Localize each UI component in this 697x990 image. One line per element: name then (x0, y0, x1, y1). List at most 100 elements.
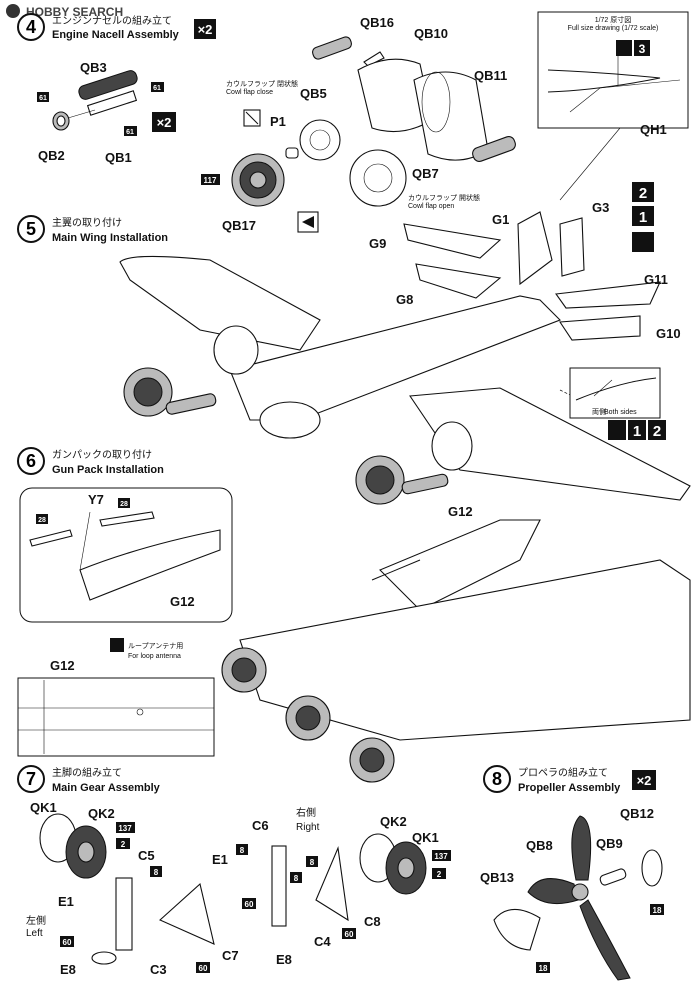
svg-text:C6: C6 (252, 818, 269, 833)
svg-text:ガンパックの取り付け: ガンパックの取り付け (52, 448, 152, 461)
svg-text:60: 60 (63, 938, 72, 947)
svg-text:Y7: Y7 (88, 492, 104, 507)
step-4-multiplier-box (194, 19, 216, 39)
svg-text:C5: C5 (138, 848, 155, 863)
svg-text:QB12: QB12 (620, 806, 654, 821)
svg-text:2: 2 (121, 840, 126, 849)
svg-text:8: 8 (492, 769, 502, 789)
svg-text:G3: G3 (592, 200, 609, 215)
watermark: HOBBY SEARCH (6, 4, 123, 19)
svg-text:1/72 原寸図: 1/72 原寸図 (595, 15, 632, 24)
svg-text:1: 1 (633, 423, 641, 440)
step-8: 8 プロペラの組み立て Propeller Assembly ×2 (483, 765, 656, 794)
svg-text:Main Wing Installation: Main Wing Installation (52, 232, 168, 244)
svg-text:28: 28 (120, 501, 128, 508)
svg-text:G10: G10 (656, 326, 681, 341)
svg-text:Cowl flap open: Cowl flap open (408, 203, 454, 210)
svg-text:61: 61 (126, 129, 134, 136)
svg-text:8: 8 (294, 874, 299, 883)
svg-text:QK1: QK1 (412, 830, 439, 845)
svg-text:ループアンテナ用: ループアンテナ用 (128, 642, 183, 650)
svg-text:Main Gear Assembly: Main Gear Assembly (52, 782, 161, 794)
svg-text:G8: G8 (396, 292, 413, 307)
svg-text:7: 7 (26, 769, 36, 789)
svg-text:Cowl flap close: Cowl flap close (226, 89, 273, 96)
svg-text:Propeller Assembly: Propeller Assembly (518, 782, 621, 794)
part-g12-panel: ループアンテナ用 For loop antenna G12 (17, 638, 215, 757)
svg-text:61: 61 (39, 95, 47, 102)
svg-text:8: 8 (310, 858, 315, 867)
svg-text:E1: E1 (58, 894, 74, 909)
part-propeller: QB8 QB9 QB12 QB13 18 18 (480, 806, 664, 981)
step-6: 6 ガンパックの取り付け Gun Pack Installation (17, 447, 164, 476)
svg-text:C4: C4 (314, 934, 331, 949)
svg-text:G9: G9 (369, 236, 386, 251)
svg-text:Full size drawing (1/72 scale): Full size drawing (1/72 scale) (568, 25, 659, 32)
svg-text:18: 18 (653, 906, 662, 915)
svg-text:1: 1 (639, 209, 647, 226)
svg-text:8: 8 (240, 846, 245, 855)
svg-text:C8: C8 (364, 914, 381, 929)
svg-text:×2: ×2 (637, 773, 652, 788)
svg-text:QK1: QK1 (30, 800, 57, 815)
step-4-number: 4 (26, 17, 36, 37)
svg-text:主脚の組み立て: 主脚の組み立て (52, 766, 122, 779)
svg-text:QB16: QB16 (360, 15, 394, 30)
svg-text:QK2: QK2 (380, 814, 407, 829)
svg-text:3: 3 (639, 42, 646, 56)
svg-text:G11: G11 (644, 272, 668, 287)
svg-text:137: 137 (434, 852, 448, 861)
part-tail-group: G1 G3 G9 G8 G11 G10 2 1 (369, 182, 681, 341)
svg-text:QB9: QB9 (596, 836, 623, 851)
svg-text:18: 18 (539, 964, 548, 973)
svg-text:C3: C3 (150, 962, 167, 977)
step-5: 5 主翼の取り付け Main Wing Installation (17, 215, 168, 244)
svg-text:プロペラの組み立て: プロペラの組み立て (518, 766, 608, 779)
svg-text:61: 61 (153, 85, 161, 92)
svg-text:QB3: QB3 (80, 60, 107, 75)
svg-text:QB13: QB13 (480, 870, 514, 885)
svg-text:8: 8 (154, 868, 159, 877)
svg-text:QB10: QB10 (414, 26, 448, 41)
part-left-main-gear: QK1 QK2 137 2 C5 8 E1 左側 Left 60 E8 C3 C… (26, 800, 239, 977)
svg-text:×2: ×2 (157, 115, 172, 130)
step-4-multiplier: ×2 (198, 22, 213, 37)
svg-text:右側: 右側 (296, 806, 316, 819)
svg-text:137: 137 (118, 824, 132, 833)
svg-text:2: 2 (639, 185, 647, 202)
inset-gun-pack: 28 28 Y7 G12 (19, 487, 233, 623)
step-7: 7 主脚の組み立て Main Gear Assembly (17, 765, 161, 794)
svg-text:60: 60 (199, 964, 208, 973)
svg-text:60: 60 (245, 900, 254, 909)
part-main-wing-fuselage (119, 255, 691, 505)
svg-text:For loop antenna: For loop antenna (128, 653, 181, 660)
svg-text:G12: G12 (50, 658, 75, 673)
svg-text:QB7: QB7 (412, 166, 439, 181)
svg-text:QB11: QB11 (474, 68, 507, 83)
part-qb3-assembly: 61 61 61 QB3 QB2 QB1 ×2 (37, 60, 176, 165)
svg-text:E8: E8 (276, 952, 292, 967)
svg-text:カウルフラップ 開状態: カウルフラップ 開状態 (408, 193, 480, 202)
step-4-title-en: Engine Nacell Assembly (52, 29, 180, 41)
svg-text:Gun Pack Installation: Gun Pack Installation (52, 464, 164, 476)
svg-text:左側: 左側 (26, 914, 46, 927)
svg-text:QB8: QB8 (526, 838, 553, 853)
svg-text:G1: G1 (492, 212, 509, 227)
svg-text:P1: P1 (270, 114, 286, 129)
svg-text:Both sides: Both sides (604, 409, 637, 416)
svg-text:117: 117 (204, 176, 217, 185)
part-gun-pack-aircraft: G12 (221, 504, 691, 783)
inset-full-size-drawing: 1/72 原寸図 Full size drawing (1/72 scale) … (537, 11, 689, 201)
part-right-main-gear: C6 右側 Right 8 8 8 E1 60 E8 C4 C8 60 QK2 … (212, 806, 451, 967)
step-4: 4 エンジンナセルの組み立て Engine Nacell Assembly ×2 (17, 13, 216, 41)
svg-text:60: 60 (345, 930, 354, 939)
inset-stabilizer: 両側 Both sides 1 2 (569, 367, 666, 440)
svg-text:カウルフラップ 閉状態: カウルフラップ 閉状態 (226, 79, 298, 88)
svg-text:2: 2 (653, 423, 661, 440)
svg-text:QB1: QB1 (105, 150, 132, 165)
svg-text:両側: 両側 (592, 407, 606, 416)
svg-text:E8: E8 (60, 962, 76, 977)
svg-text:5: 5 (26, 219, 36, 239)
step-4-badge (17, 13, 45, 41)
svg-text:2: 2 (437, 870, 442, 879)
